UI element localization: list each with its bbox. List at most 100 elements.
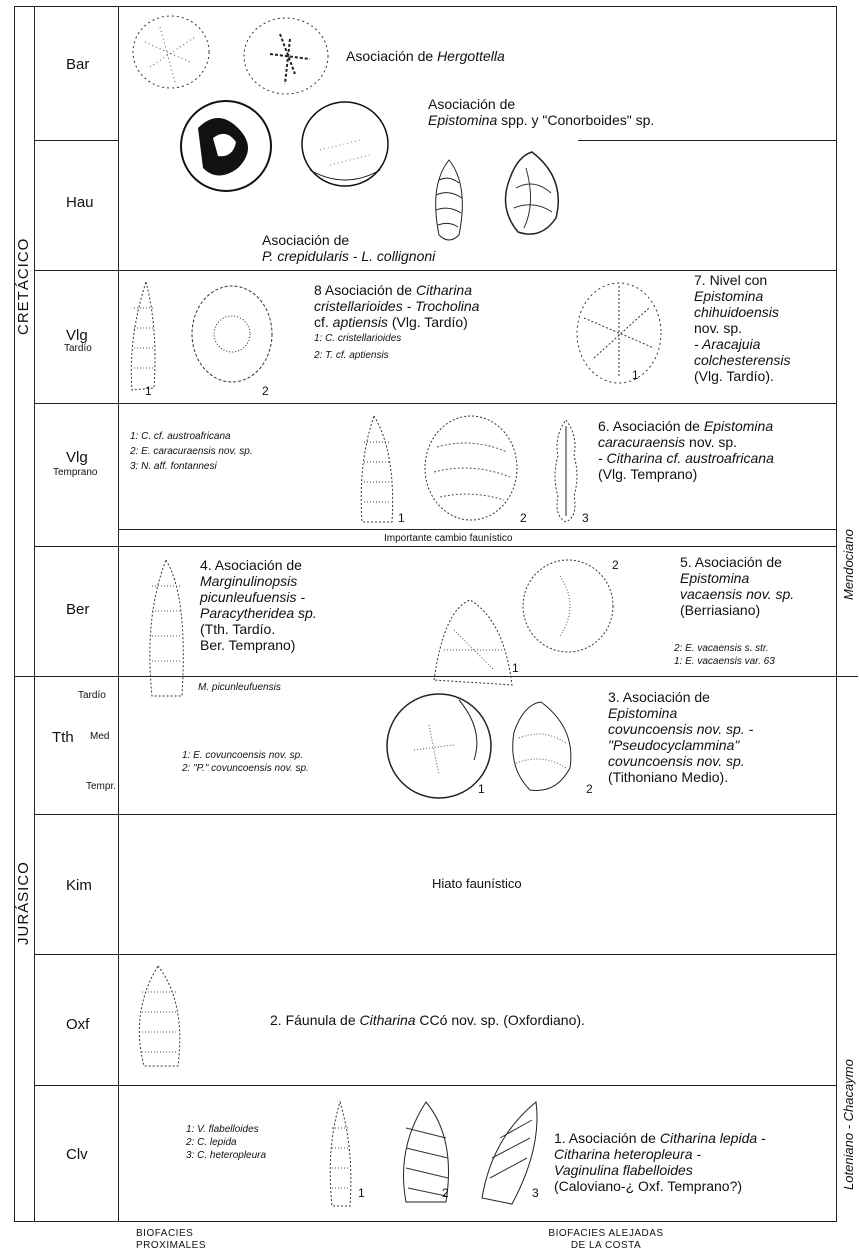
zone-mendociano: Mendociano: [841, 529, 856, 600]
stage-oxf: Oxf: [66, 1016, 89, 1033]
fossil-trocholina-illustration: [188, 282, 276, 386]
footer-distal: BIOFACIES ALEJADAS DE LA COSTA: [546, 1228, 666, 1252]
stage-tth-tardio: Tardío: [78, 690, 106, 701]
label-crepidularis: Asociación de P. crepidularis - L. colli…: [262, 232, 435, 264]
fossil-hergottella-1-illustration: [130, 12, 212, 92]
label-line: Asociación de: [428, 96, 654, 112]
note-3-1: 1: E. covuncoensis nov. sp.: [182, 750, 303, 762]
label-association-1: 1. Asociación de Citharina lepida - Cith…: [554, 1130, 766, 1194]
period-divider: [14, 676, 34, 677]
stage-clv: Clv: [66, 1146, 88, 1163]
label-association-8: 8 Asociación de Citharina cristellarioid…: [314, 282, 479, 330]
fossil-conorboides-illustration: [300, 100, 390, 188]
label-line: Paracytheridea sp.: [200, 605, 317, 621]
fossil-nodosaria-fontannesi-illustration: [550, 416, 582, 526]
note-6-1: 1: C. cf. austroafricana: [130, 431, 231, 443]
label-hergottella-text: Asociación de: [346, 48, 437, 64]
footer-proximal: BIOFACIES PROXIMALES: [136, 1228, 206, 1252]
label-line: cf. aptiensis (Vlg. Tardío): [314, 314, 479, 330]
fossil-citharina-cco-illustration: [130, 962, 188, 1072]
figure-number: 2: [262, 384, 269, 398]
label-line: 3. Asociación de: [608, 689, 753, 705]
label-line: caracuraensis nov. sp.: [598, 434, 774, 450]
label-line: picunleufuensis -: [200, 589, 317, 605]
label-line: "Pseudocyclammina": [608, 737, 753, 753]
fossil-epistomina-caracuraensis-illustration: [422, 412, 520, 524]
note-1-2: 2: C. lepida: [186, 1137, 237, 1149]
label-line: 7. Nivel con: [694, 272, 791, 288]
fossil-vaginulina-flabelloides-illustration: [324, 1098, 356, 1210]
label-line: (Berriasiano): [680, 602, 794, 618]
label-association-6: 6. Asociación de Epistomina caracuraensi…: [598, 418, 774, 482]
label-line: covuncoensis nov. sp. -: [608, 721, 753, 737]
figure-number: 1: [632, 368, 639, 382]
label-line: chihuidoensis: [694, 304, 791, 320]
period-cretaceous: CRETÁCICO: [15, 238, 32, 335]
label-line: vacaensis nov. sp.: [680, 586, 794, 602]
stage-kim: Kim: [66, 877, 92, 894]
label-line: Vaginulina flabelloides: [554, 1162, 766, 1178]
stage-vlg-tardio: Vlg: [66, 327, 88, 344]
fossil-epistomina-chihuidoensis-illustration: [574, 278, 664, 388]
label-epistomina-conorboides: Asociación de Epistomina spp. y "Conorbo…: [428, 96, 654, 128]
row-divider-tth-kim: [34, 814, 836, 815]
stage-vlg-temprano-sub: Temprano: [53, 467, 97, 478]
footer-line: PROXIMALES: [136, 1240, 206, 1252]
row-divider-hau-vlg: [34, 270, 836, 271]
label-line: Ber. Temprano): [200, 637, 317, 653]
label-association-4: 4. Asociación de Marginulinopsis picunle…: [200, 557, 317, 653]
fossil-pseudocyclammina-illustration: [504, 698, 578, 798]
row-divider-kim-oxf: [34, 954, 836, 955]
footer-line: BIOFACIES ALEJADAS: [546, 1228, 666, 1240]
fossil-hergottella-2-illustration: [240, 14, 332, 98]
fossil-citharina-austroafricana-illustration: [356, 412, 400, 528]
top-border: [14, 6, 837, 7]
label-line: (Tithoniano Medio).: [608, 769, 753, 785]
label-hiatus: Hiato faunístico: [432, 876, 522, 892]
label-line: (Caloviano-¿ Oxf. Temprano?): [554, 1178, 766, 1194]
note-1-3: 3: C. heteropleura: [186, 1150, 266, 1162]
note-6-2: 2: E. caracuraensis nov. sp.: [130, 446, 253, 458]
fossil-epistomina-dark-illustration: [178, 98, 274, 194]
note-5-1: 1: E. vacaensis var. 63: [674, 656, 775, 668]
label-association-3: 3. Asociación de Epistomina covuncoensis…: [608, 689, 753, 785]
label-line: - Aracajuia: [694, 336, 791, 352]
label-line: Citharina heteropleura -: [554, 1146, 766, 1162]
label-line: Epistomina: [608, 705, 753, 721]
stage-column-divider: [118, 6, 119, 1221]
note-4: M. picunleufuensis: [198, 682, 281, 694]
stage-tth: Tth: [52, 729, 74, 746]
fossil-epistomina-vacaensis-illustration: [520, 556, 616, 656]
fossil-collignoni-illustration: [496, 148, 568, 242]
note-3-2: 2: "P." covuncoensis nov. sp.: [182, 763, 309, 775]
figure-number: 2: [520, 511, 527, 525]
note-1-1: 1: V. flabelloides: [186, 1124, 259, 1136]
label-hergottella: Asociación de Hergottella: [346, 48, 505, 64]
row-divider-bar-hau-right: [578, 140, 836, 141]
row-divider-oxf-clv: [34, 1085, 836, 1086]
note-8-2: 2: T. cf. aptiensis: [314, 350, 389, 362]
figure-number: 2: [586, 782, 593, 796]
period-jurassic: JURÁSICO: [15, 861, 32, 945]
row-divider-vlg-ber-a: [118, 529, 836, 530]
row-divider-vlg-ber-b: [34, 546, 836, 547]
stage-tth-med: Med: [90, 731, 109, 742]
bottom-border: [14, 1221, 837, 1222]
label-line: Marginulinopsis: [200, 573, 317, 589]
figure-number: 2: [442, 1186, 449, 1200]
label-line: 8 Asociación de Citharina: [314, 282, 479, 298]
label-line: Epistomina spp. y "Conorboides" sp.: [428, 112, 654, 128]
fossil-citharina-cristellarioides-illustration: [124, 278, 164, 398]
row-divider-bar-hau: [34, 140, 119, 141]
label-association-7: 7. Nivel con Epistomina chihuidoensis no…: [694, 272, 791, 384]
label-line: cristellarioides - Trocholina: [314, 298, 479, 314]
label-line: 4. Asociación de: [200, 557, 317, 573]
label-line: 5. Asociación de: [680, 554, 794, 570]
label-line: covuncoensis nov. sp.: [608, 753, 753, 769]
footer-line: DE LA COSTA: [546, 1240, 666, 1252]
label-line: - Citharina cf. austroafricana: [598, 450, 774, 466]
fossil-epistomina-vacaensis-var-illustration: [424, 590, 516, 690]
stage-tth-tempr: Tempr.: [86, 781, 116, 792]
figure-number: 1: [512, 661, 519, 675]
note-5-2: 2: E. vacaensis s. str.: [674, 643, 769, 655]
